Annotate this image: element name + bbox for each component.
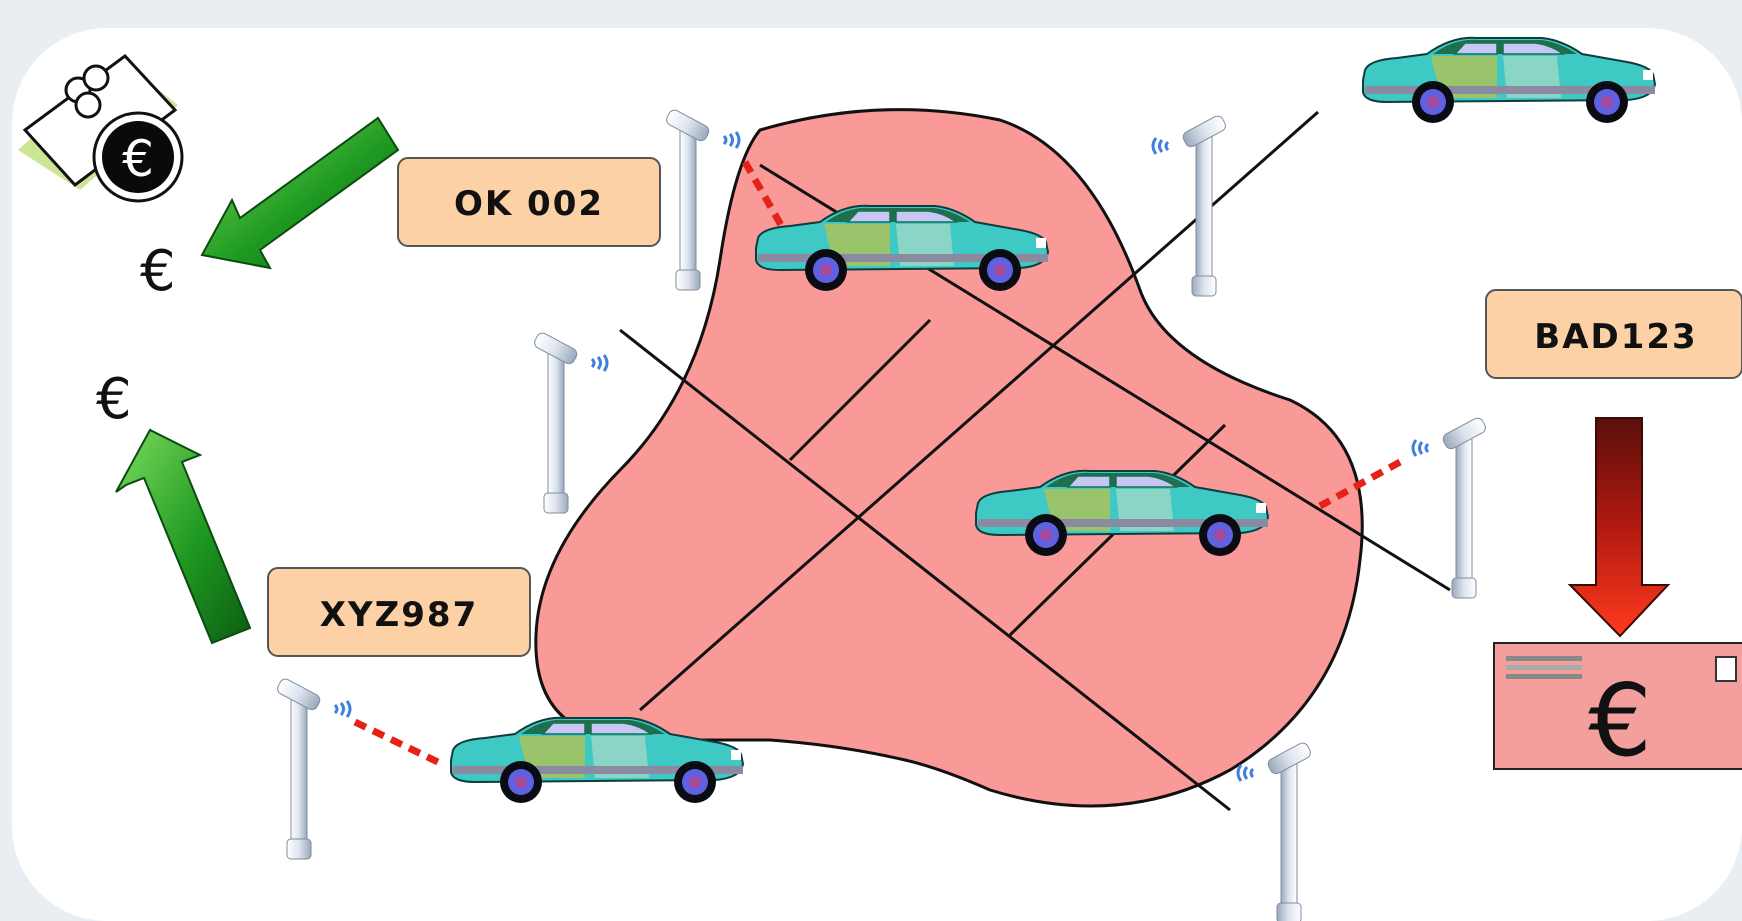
euro-symbol-charge-2: € [96,367,132,432]
plate-bad-label: BAD123 [1534,317,1697,357]
plate-good-label: XYZ987 [320,595,478,635]
plate-ok-label: OK 002 [454,184,604,224]
plate-bad: BAD123 [1486,290,1742,378]
coin-euro-symbol: € [122,130,154,188]
plate-good: XYZ987 [268,568,530,656]
fine-euro-symbol: € [1588,662,1652,779]
euro-symbol-charge-1: € [140,239,176,304]
fine-ticket-icon: € [1494,643,1742,779]
plate-ok: OK 002 [398,158,660,246]
